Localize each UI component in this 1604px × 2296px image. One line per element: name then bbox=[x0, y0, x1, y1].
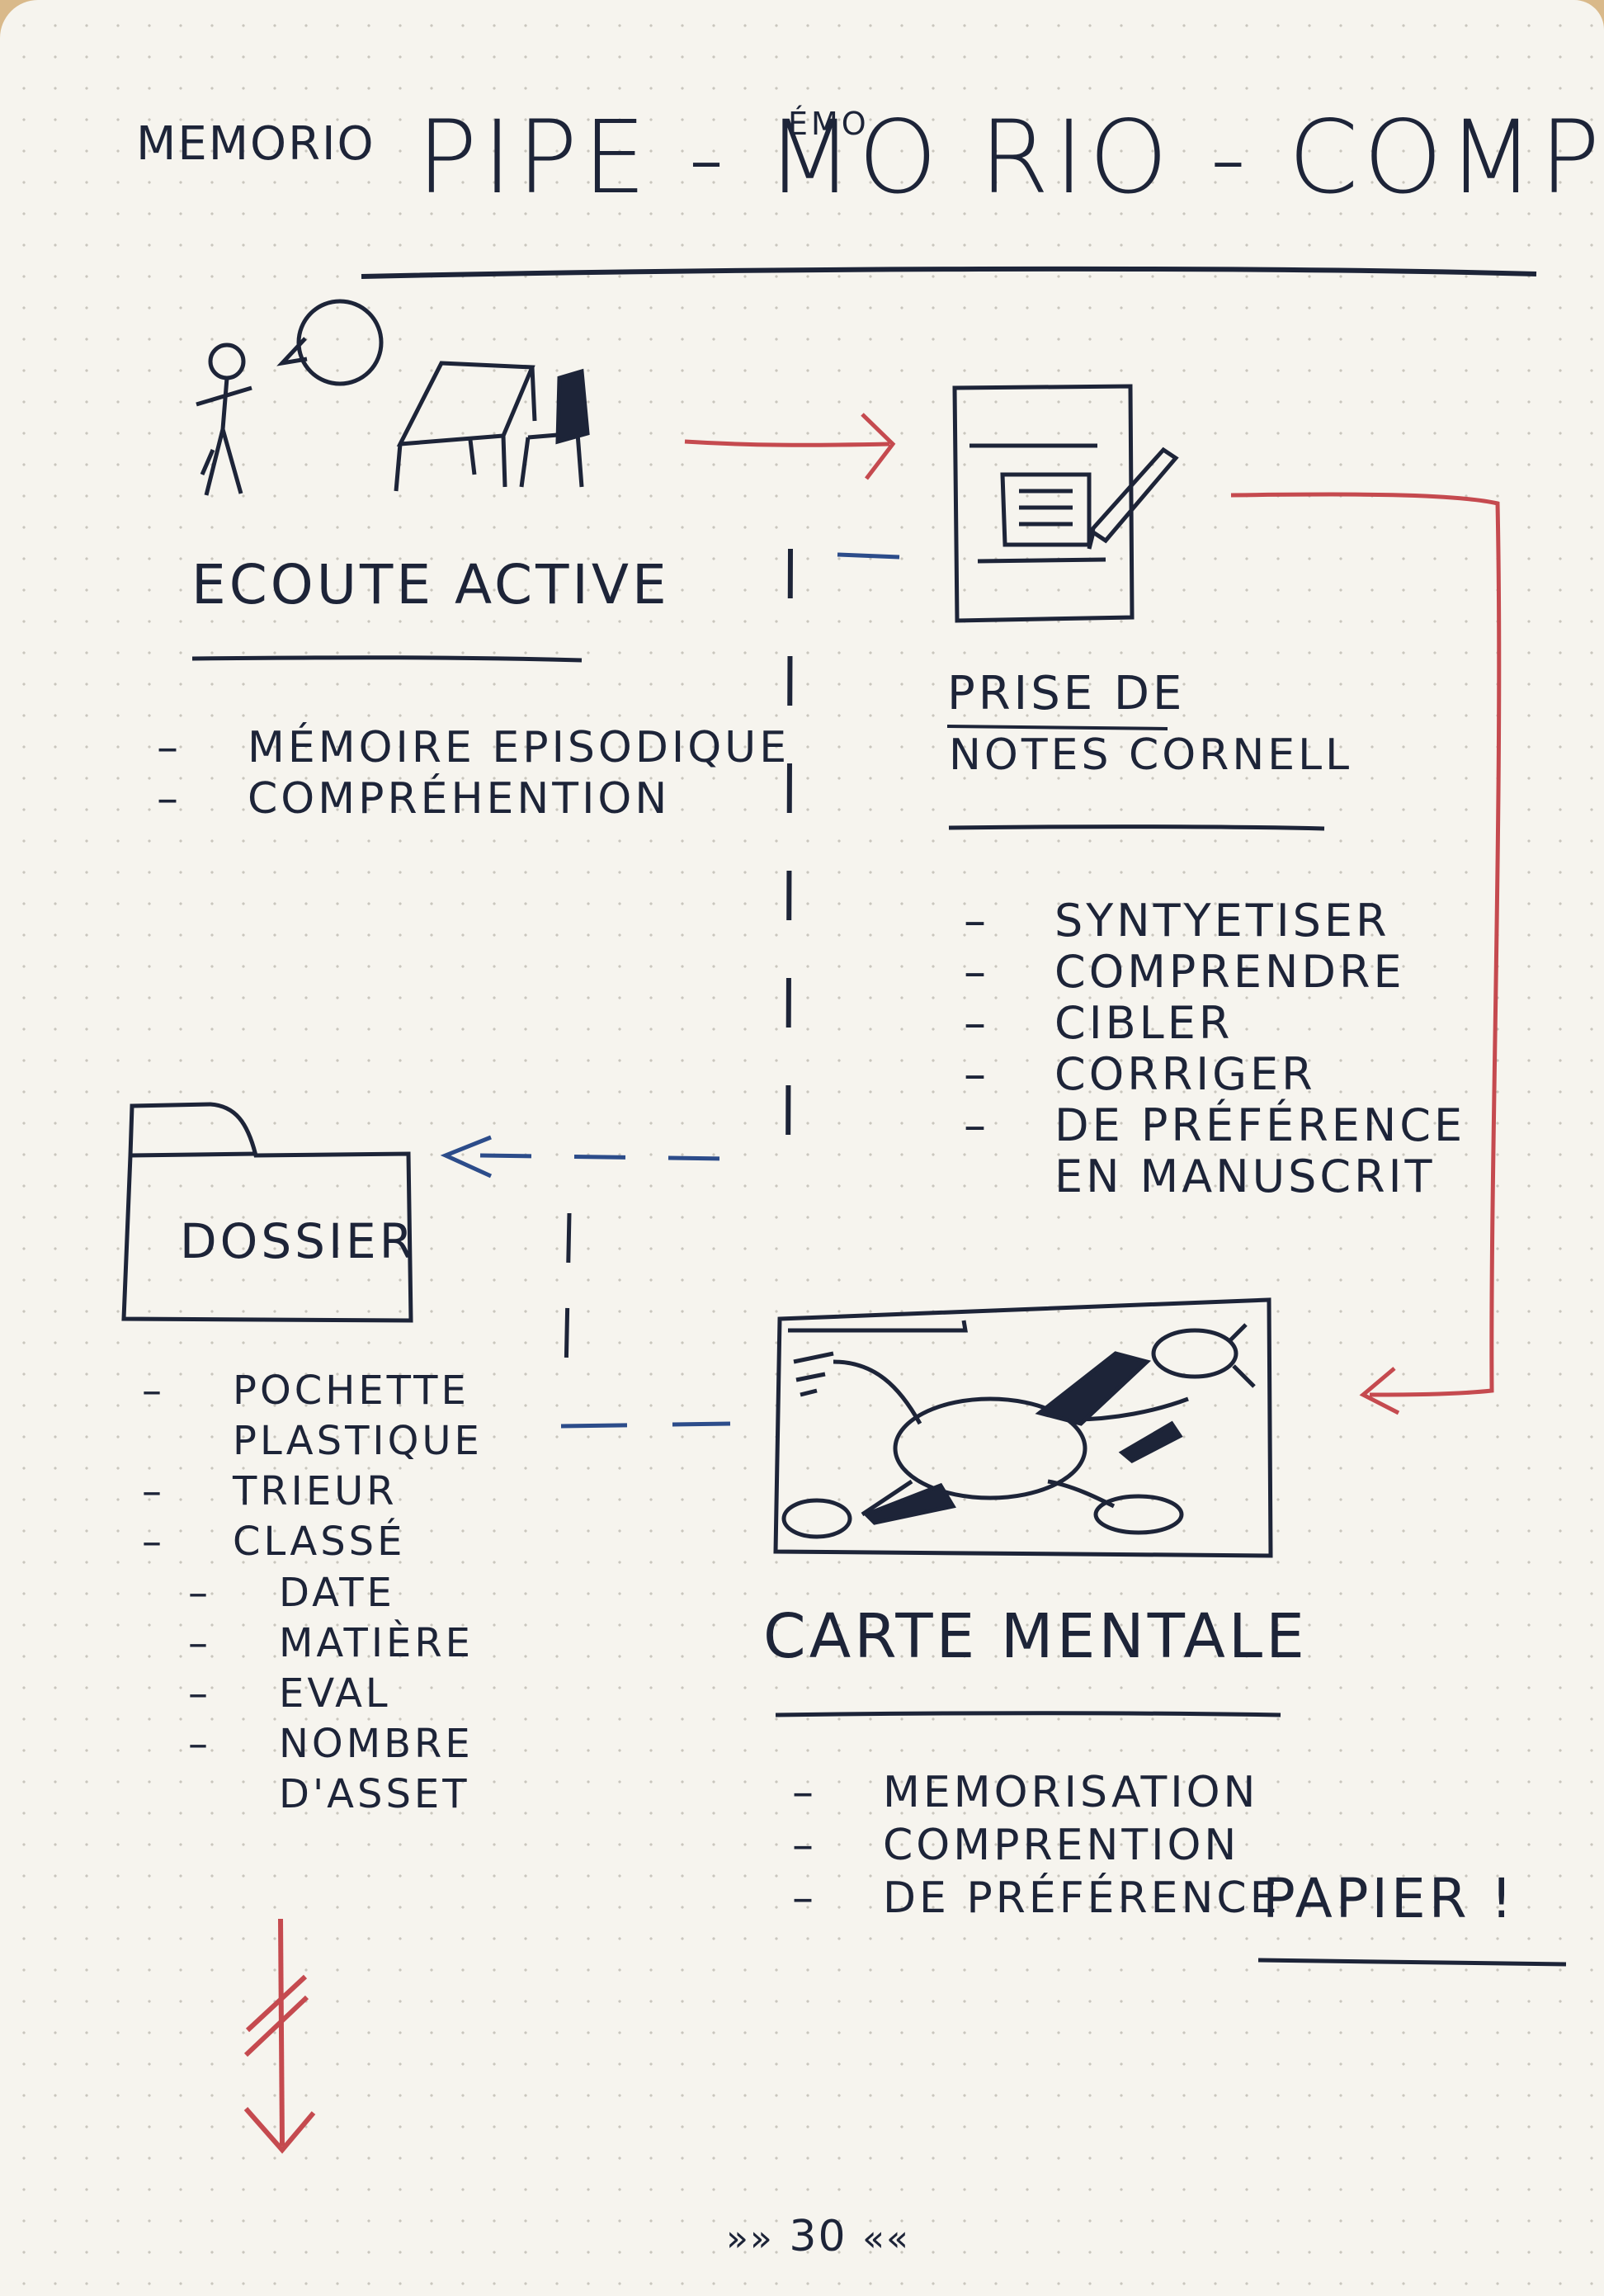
notes-underline bbox=[948, 824, 1325, 831]
mindmap-list: MEMORISATION COMPRENTION DE PRÉFÉRENCE bbox=[792, 1766, 1281, 1925]
list-item: EN MANUSCRIT bbox=[1054, 1150, 1436, 1202]
dashed-divider bbox=[785, 548, 793, 1173]
mindmap-sketch bbox=[773, 1297, 1273, 1558]
arrow-listening-to-notes bbox=[684, 413, 896, 480]
section-mindmap-title: CARTE MENTALE bbox=[763, 1601, 1308, 1672]
left-ornament-icon: »» bbox=[726, 2218, 774, 2260]
folder-list: POCHETTE PLASTIQUE TRIEUR CLASSÉ bbox=[142, 1366, 483, 1567]
list-item: SYNTYETISER bbox=[964, 895, 1465, 947]
section-listening-title: ECOUTE ACTIVE bbox=[191, 553, 670, 617]
section-notes-title-line1: PRISE DE bbox=[947, 667, 1186, 720]
arrow-to-folder bbox=[440, 1135, 731, 1429]
list-item: TRIEUR bbox=[142, 1467, 483, 1517]
list-item: EVAL bbox=[188, 1669, 474, 1719]
list-item: POCHETTE bbox=[142, 1366, 483, 1416]
paper-underline bbox=[1257, 1958, 1567, 1967]
listening-underline bbox=[191, 655, 583, 663]
arrow-down-icon bbox=[243, 1918, 316, 2154]
right-ornament-icon: «« bbox=[862, 2218, 910, 2260]
list-item: MEMORISATION bbox=[792, 1766, 1281, 1819]
folder-icon bbox=[121, 1102, 413, 1323]
list-item: PLASTIQUE bbox=[233, 1418, 483, 1464]
list-item: COMPRENDRE bbox=[964, 947, 1465, 999]
desk-icon bbox=[394, 361, 590, 492]
list-item: CLASSÉ bbox=[142, 1517, 483, 1567]
title-underline bbox=[361, 266, 1537, 279]
notes-list: SYNTYETISER COMPRENDRE CIBLER CORRIGER D… bbox=[964, 895, 1465, 1202]
listening-list: MÉMOIRE EPISODIQUE COMPRÉHENTION bbox=[157, 722, 790, 824]
list-item: DE PRÉFÉRENCE bbox=[792, 1872, 1281, 1925]
folder-label: DOSSIER bbox=[180, 1213, 416, 1269]
folder-sublist: DATE MATIÈRE EVAL NOMBRE D'ASSET bbox=[188, 1568, 474, 1820]
section-notes-title-line2: NOTES CORNELL bbox=[949, 730, 1353, 780]
list-item: D'ASSET bbox=[279, 1771, 470, 1817]
page-number: »» 30 «« bbox=[726, 2212, 910, 2261]
list-item: COMPRENTION bbox=[792, 1819, 1281, 1872]
list-item: NOMBRE bbox=[188, 1719, 474, 1769]
student-icon bbox=[196, 343, 252, 496]
list-item: COMPRÉHENTION bbox=[157, 773, 790, 824]
mindmap-underline bbox=[775, 1711, 1281, 1717]
paper-emphasis: PAPIER ! bbox=[1262, 1867, 1516, 1930]
page-number-value: 30 bbox=[789, 2212, 847, 2261]
list-item: CIBLER bbox=[964, 998, 1465, 1050]
list-item: DE PRÉFÉRENCE bbox=[964, 1100, 1465, 1152]
speech-bubble-icon bbox=[276, 299, 384, 386]
list-item: DATE bbox=[188, 1568, 474, 1618]
list-item: MATIÈRE bbox=[188, 1618, 474, 1669]
cornell-sheet-icon bbox=[952, 384, 1179, 623]
arrow-notes-to-mindmap bbox=[1230, 492, 1502, 1415]
header-label: MEMORIO bbox=[136, 117, 375, 171]
title-insertion: ÉMO bbox=[788, 106, 870, 142]
page-title: PIPE - MO RIO - COMPLÈTE bbox=[417, 99, 1604, 216]
list-item: CORRIGER bbox=[964, 1049, 1465, 1101]
list-item: MÉMOIRE EPISODIQUE bbox=[157, 722, 790, 773]
